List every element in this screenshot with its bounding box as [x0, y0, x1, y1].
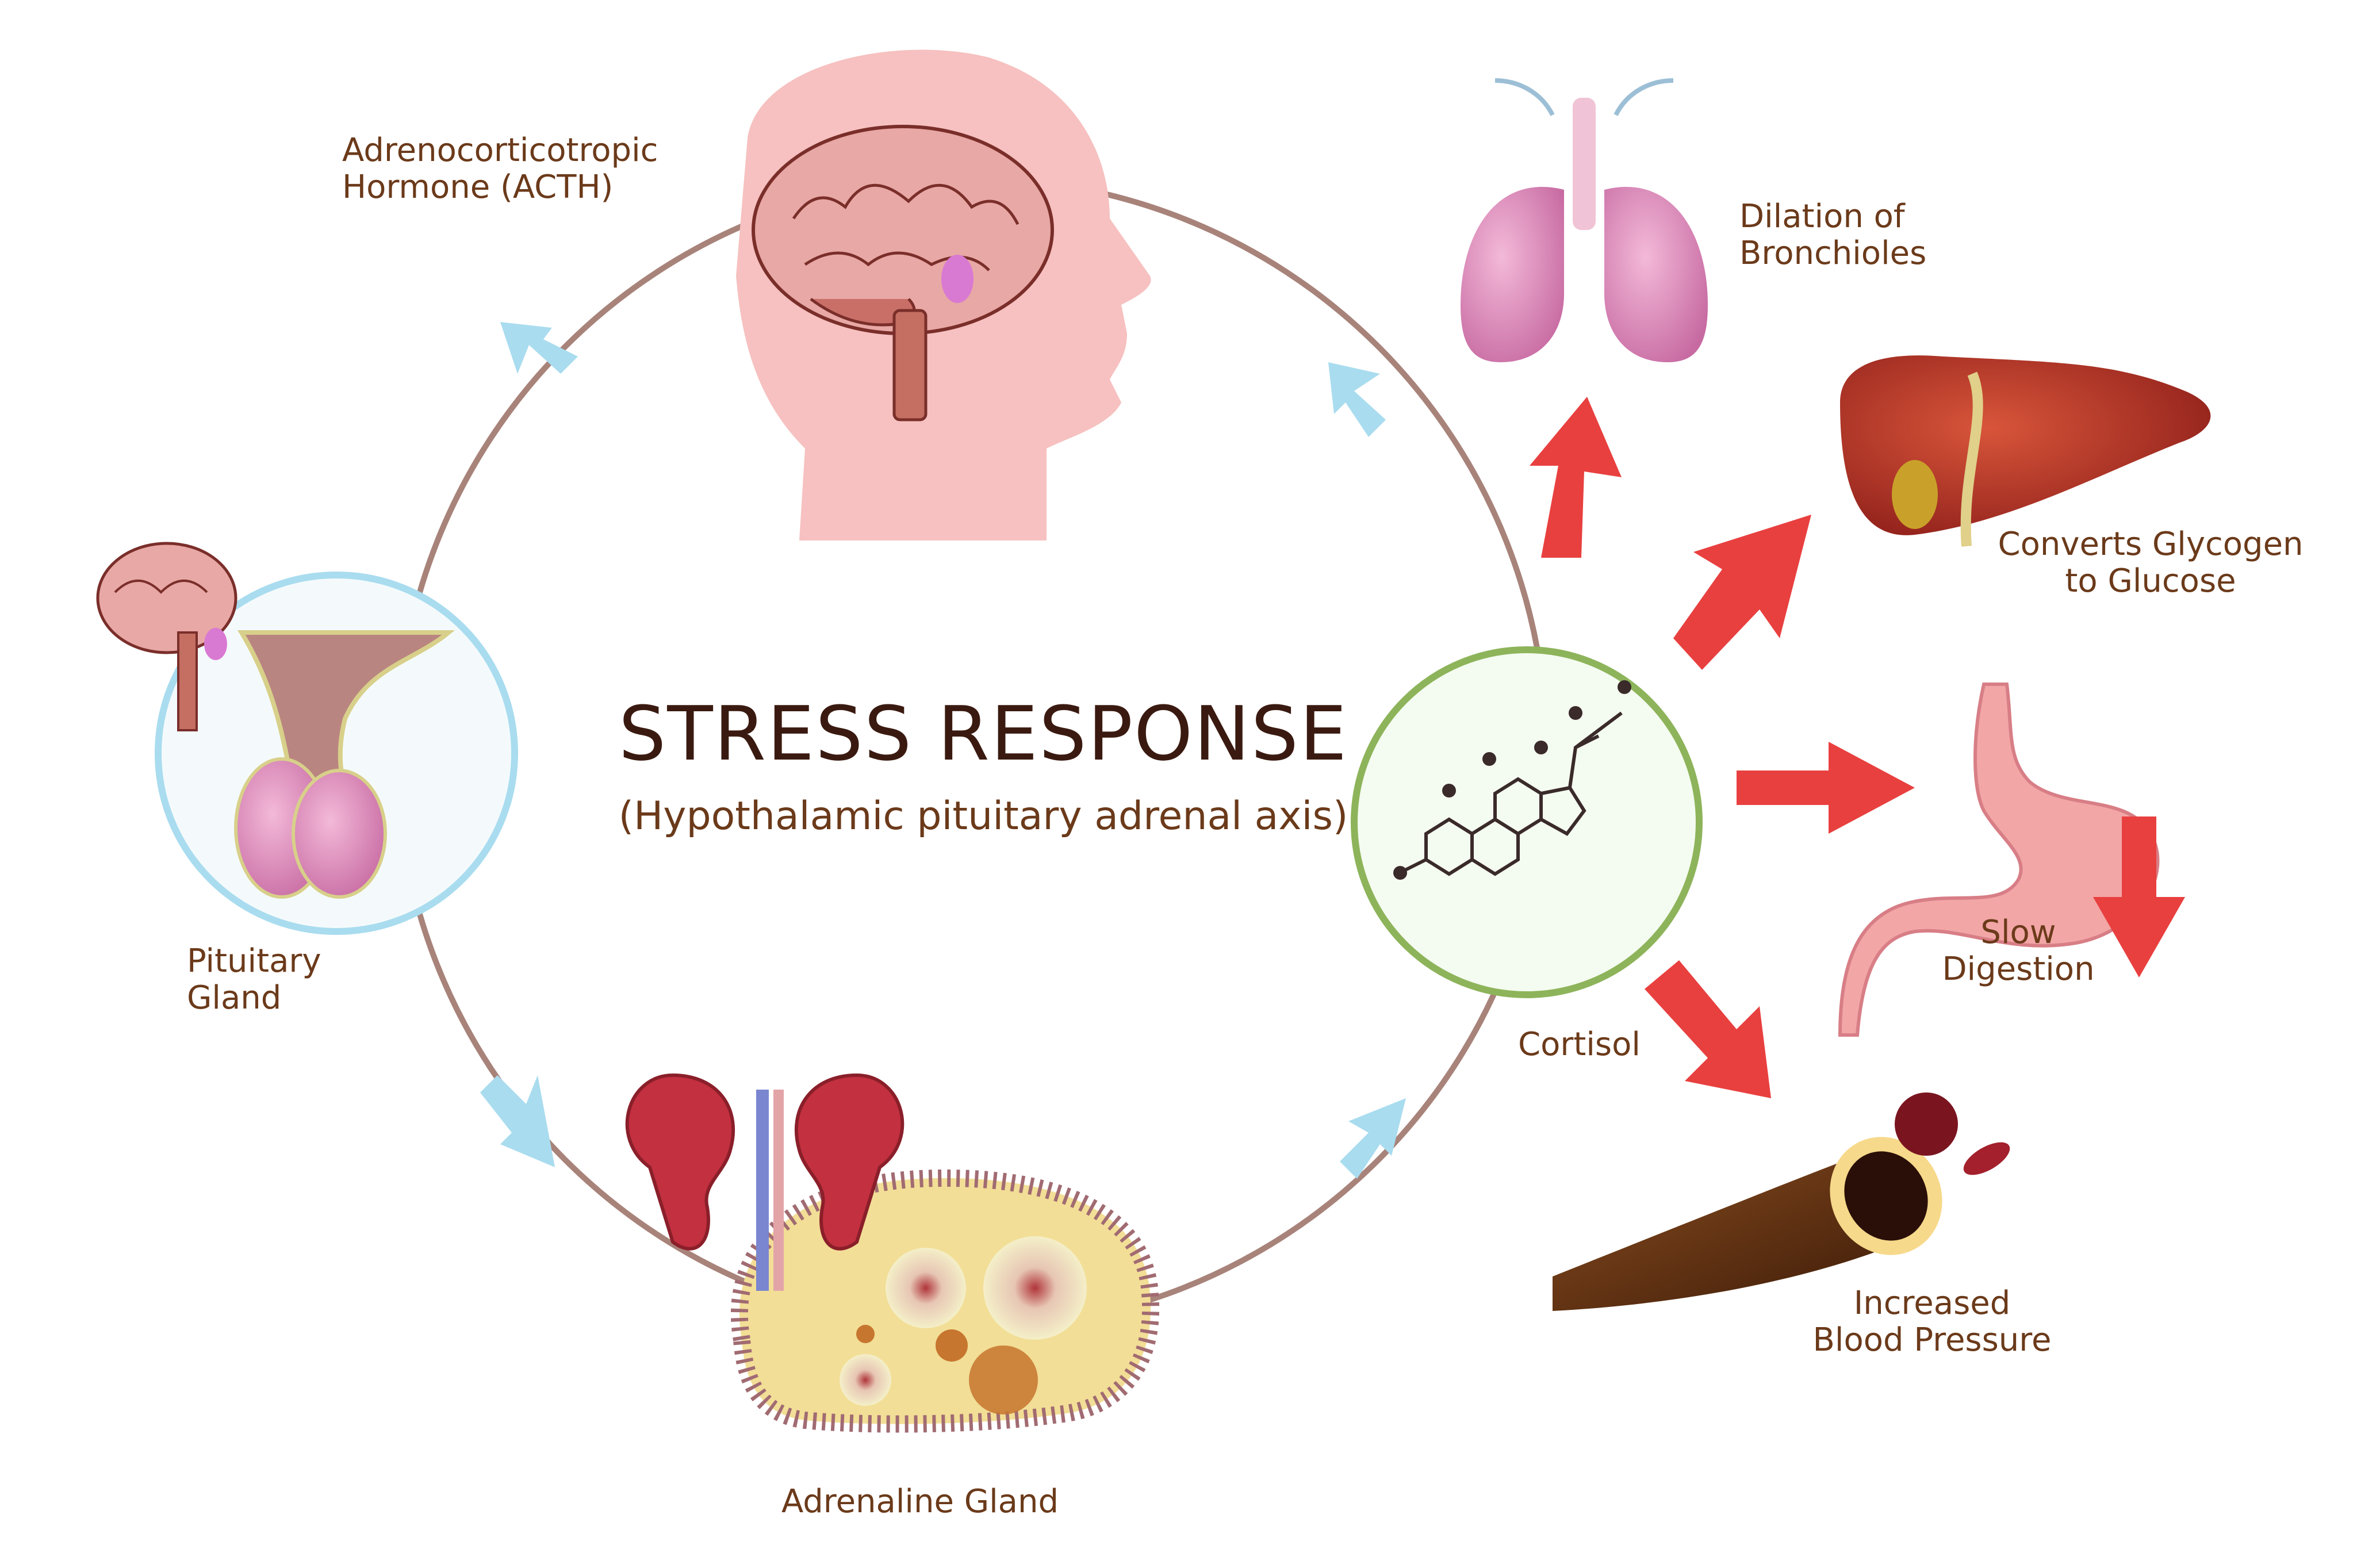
effect-arrow-stomach [1737, 742, 1915, 834]
effect-arrow-liver [1673, 515, 1811, 670]
lungs-illustration [1461, 78, 1708, 362]
cortisol-label: Cortisol [1518, 1026, 1641, 1063]
head-brain-illustration [736, 49, 1151, 540]
effect-arrows [1530, 397, 2185, 1098]
pituitary-label: Pituitary Gland [187, 942, 321, 1017]
digestion-label: Slow Digestion [1942, 914, 2095, 988]
pituitary-illustration [96, 542, 518, 935]
diagram-subtitle: (Hypothalamic pituitary adrenal axis) [618, 793, 1348, 839]
diagram-title: STRESS RESPONSE [618, 690, 1348, 777]
adrenaline-gland-label: Adrenaline Gland [781, 1483, 1059, 1520]
cycle-arrows [480, 322, 1406, 1179]
stomach-illustration [1838, 683, 2160, 1037]
acth-label: Adrenocorticotropic Hormone (ACTH) [342, 132, 658, 206]
liver-illustration [1840, 355, 2211, 547]
blood-pressure-label: Increased Blood Pressure [1812, 1285, 2052, 1359]
cycle-arrow-1 [500, 322, 578, 374]
effect-arrow-lungs [1530, 397, 1622, 558]
cycle-arrow-4 [1340, 1098, 1406, 1179]
cycle-arrow-2 [1328, 362, 1386, 437]
effect-arrow-digestion [2093, 816, 2185, 977]
adrenal-illustration [625, 1073, 1159, 1433]
cortisol-molecule-illustration [1351, 646, 1703, 998]
glycogen-label: Converts Glycogen to Glucose [1998, 526, 2304, 600]
effect-arrow-vessel [1645, 960, 1771, 1098]
cycle-arrow-3 [480, 1075, 555, 1167]
bronchioles-label: Dilation of Bronchioles [1739, 198, 1927, 272]
blood-vessel-illustration [1553, 1092, 2010, 1311]
